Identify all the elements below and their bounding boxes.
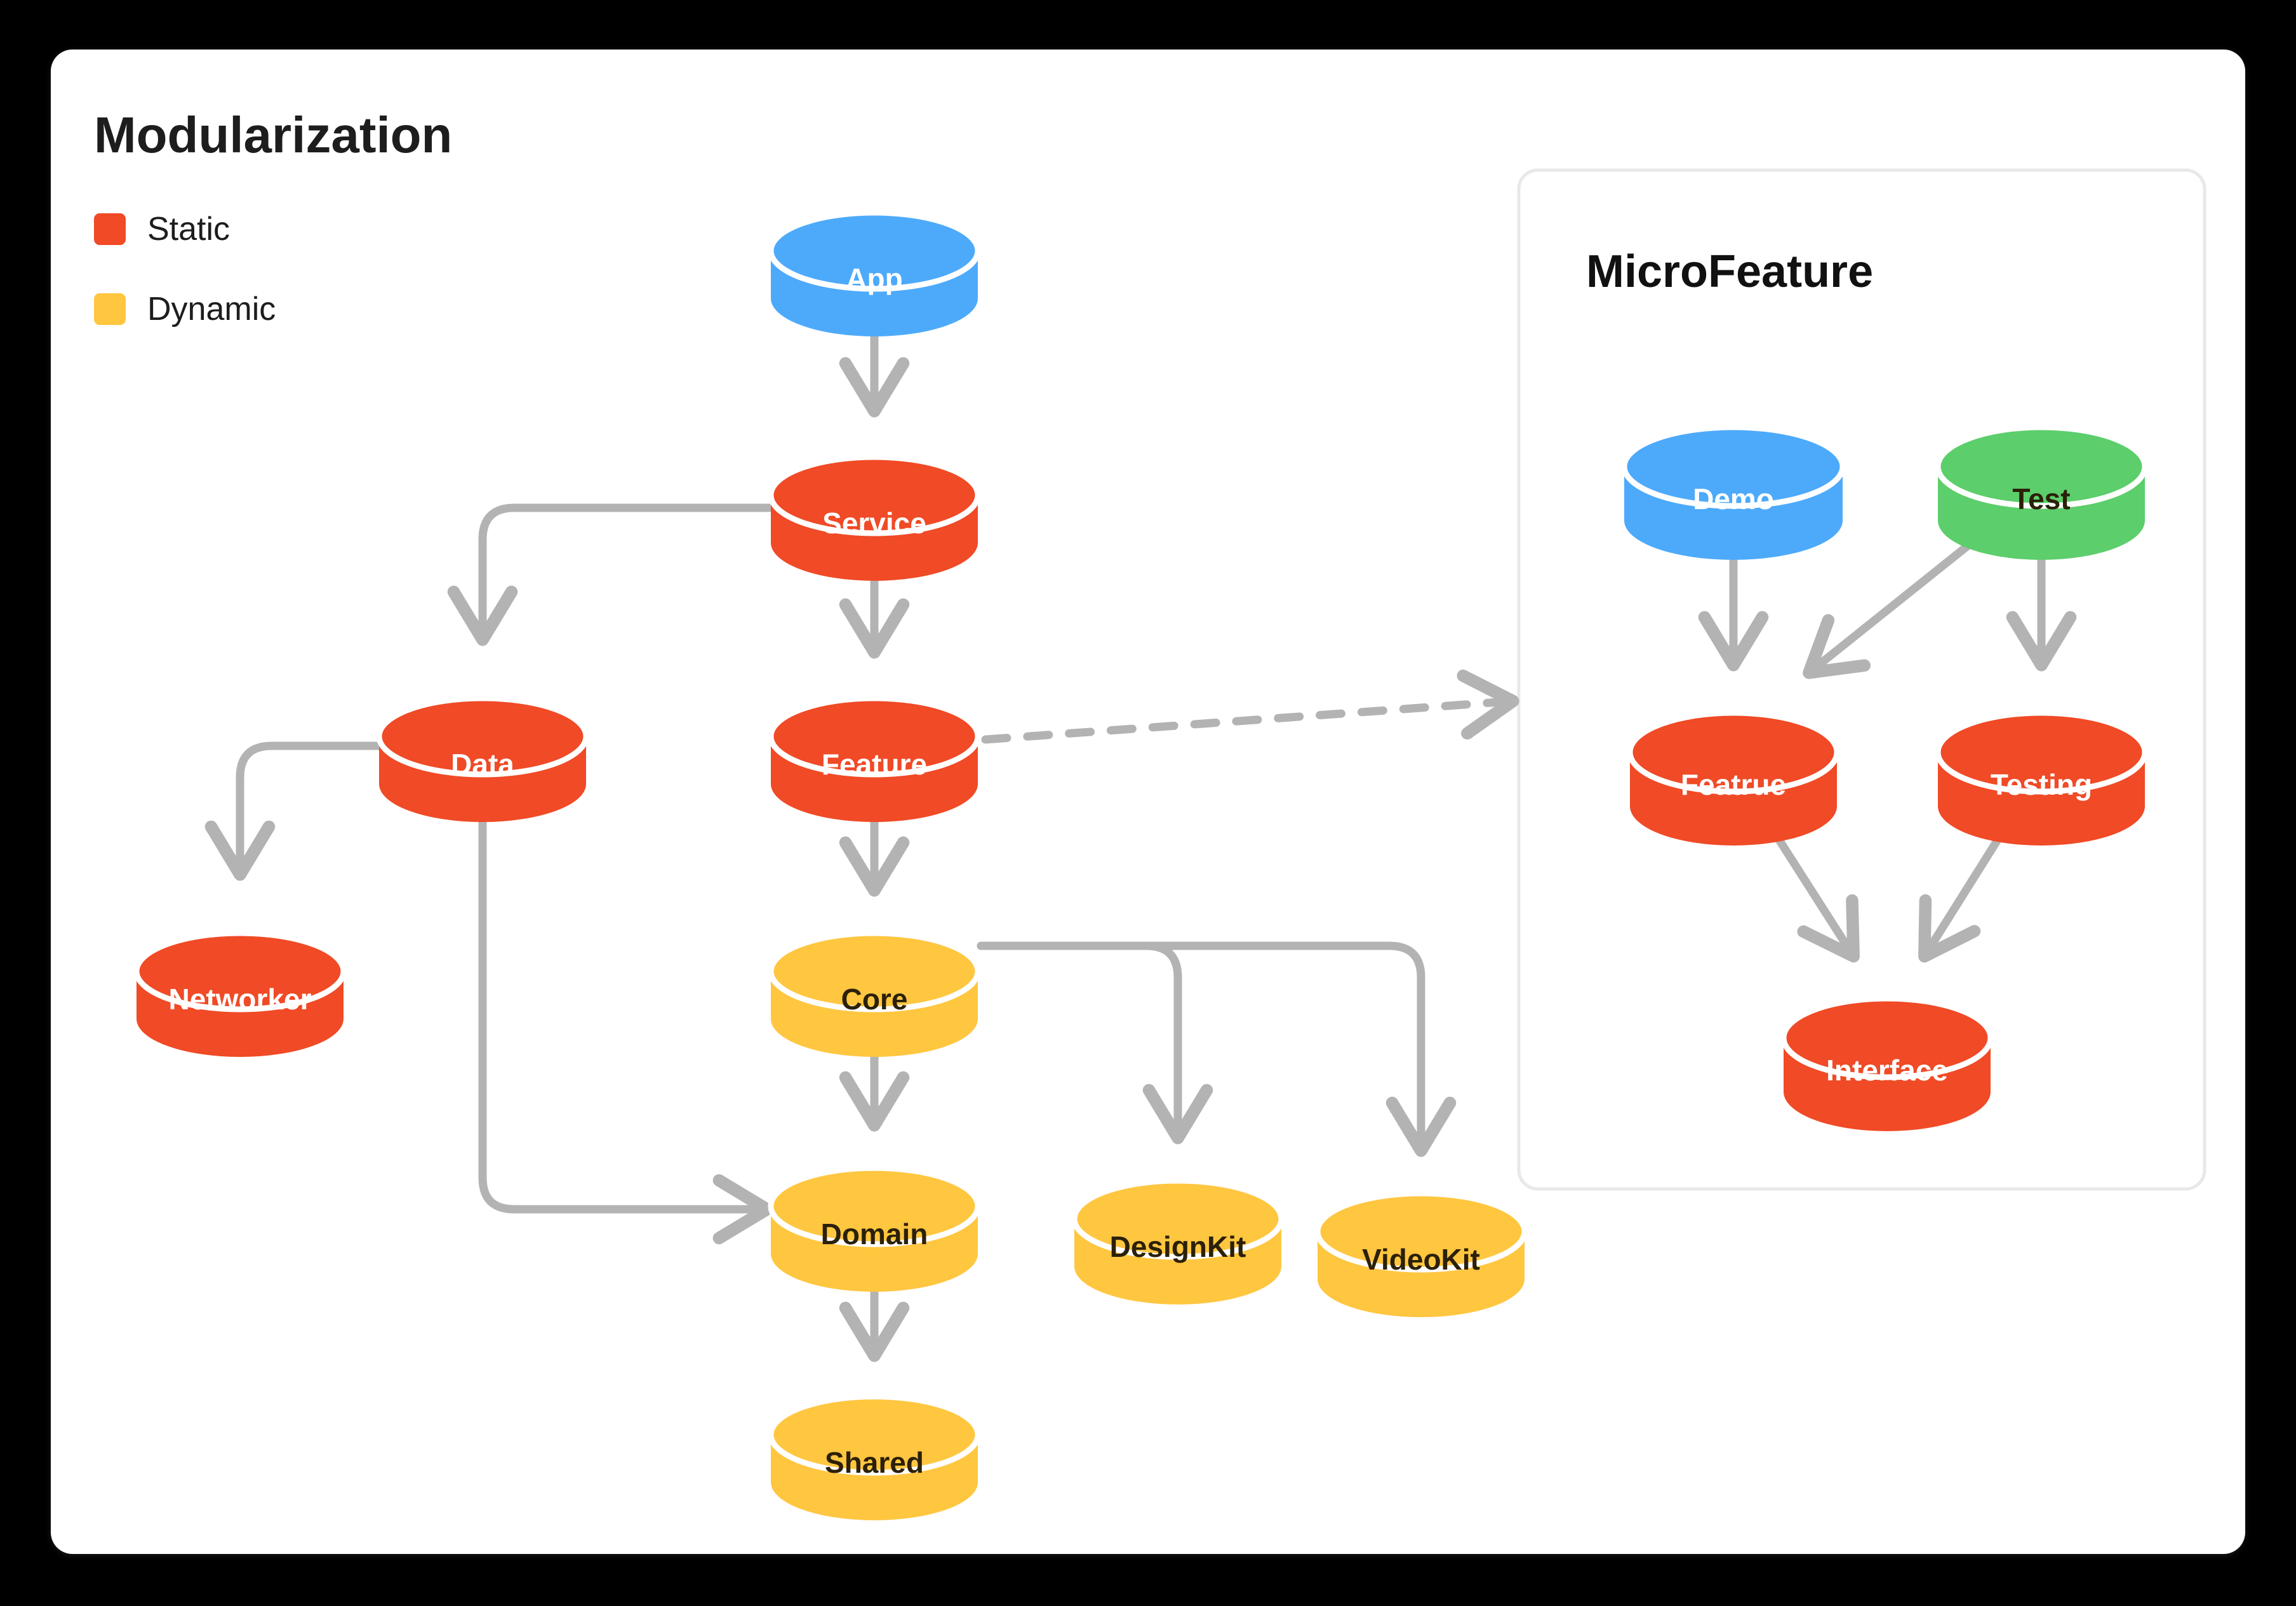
edge-core-to-designkit (977, 941, 1213, 1145)
node-networker[interactable]: Networker (133, 930, 347, 1057)
node-domain[interactable]: Domain (768, 1165, 981, 1292)
node-designkit-top (1071, 1178, 1285, 1260)
node-networker-top (133, 930, 347, 1012)
edge-data-to-domain (478, 802, 773, 1245)
node-featrue[interactable]: Featrue (1627, 710, 1840, 846)
node-test-label: Test (2012, 482, 2070, 515)
node-interface-label: Interface (1826, 1054, 1948, 1087)
node-featrue-top (1627, 710, 1840, 795)
page-title: Modularization (94, 107, 452, 163)
legend-item-dynamic: Dynamic (94, 291, 276, 328)
node-app-label: App (846, 262, 902, 295)
node-interface[interactable]: Interface (1780, 995, 1994, 1131)
microfeature-panel-title: MicroFeature (1586, 246, 1873, 297)
node-data[interactable]: Data (376, 695, 589, 822)
node-shared-top (768, 1393, 981, 1476)
node-core-label: Core (841, 983, 908, 1016)
node-app-top (768, 209, 981, 292)
legend-item-static: Static (94, 211, 230, 248)
node-interface-top (1780, 995, 1994, 1080)
node-demo-top (1621, 424, 1846, 509)
node-networker-label: Networker (169, 983, 312, 1016)
node-shared[interactable]: Shared (768, 1393, 981, 1520)
node-service-label: Service (822, 507, 926, 540)
edge-featrue-to-interface (1773, 833, 1860, 963)
node-core-top (768, 930, 981, 1012)
legend: Static Dynamic (94, 211, 276, 328)
node-service[interactable]: Service (768, 454, 981, 581)
node-feature-top (768, 695, 981, 778)
edge-data-to-networker (204, 741, 383, 881)
node-videokit-top (1314, 1190, 1528, 1273)
node-domain-top (768, 1165, 981, 1247)
node-testing-top (1935, 710, 2148, 795)
node-test[interactable]: Test (1935, 424, 2148, 560)
legend-swatch-dynamic (94, 293, 126, 325)
node-testing[interactable]: Testing (1935, 710, 2148, 846)
node-core[interactable]: Core (768, 930, 981, 1057)
node-designkit[interactable]: DesignKit (1071, 1178, 1285, 1304)
node-videokit[interactable]: VideoKit (1314, 1190, 1528, 1317)
edge-core-to-videokit (977, 941, 1457, 1157)
node-demo[interactable]: Demo (1621, 424, 1846, 560)
node-featrue-label: Featrue (1681, 768, 1786, 801)
node-data-top (376, 695, 589, 778)
legend-swatch-static (94, 213, 126, 245)
edge-feature-to-microfeature (981, 669, 1519, 744)
node-videokit-label: VideoKit (1362, 1243, 1480, 1276)
node-feature[interactable]: Feature (768, 695, 981, 822)
node-service-top (768, 454, 981, 536)
node-testing-label: Testing (1991, 768, 2092, 801)
node-test-top (1935, 424, 2148, 509)
node-app[interactable]: App (768, 209, 981, 336)
node-shared-label: Shared (825, 1446, 924, 1479)
edge-service-to-data (447, 503, 774, 646)
node-domain-label: Domain (821, 1218, 928, 1251)
edge-testing-to-interface (1918, 833, 2003, 963)
node-feature-label: Feature (822, 748, 927, 781)
legend-label-dynamic: Dynamic (147, 291, 276, 328)
edge-test-to-featrue (1803, 538, 1976, 679)
legend-label-static: Static (147, 211, 230, 248)
node-designkit-label: DesignKit (1110, 1230, 1246, 1263)
node-data-label: Data (451, 748, 514, 781)
node-demo-label: Demo (1693, 482, 1774, 515)
